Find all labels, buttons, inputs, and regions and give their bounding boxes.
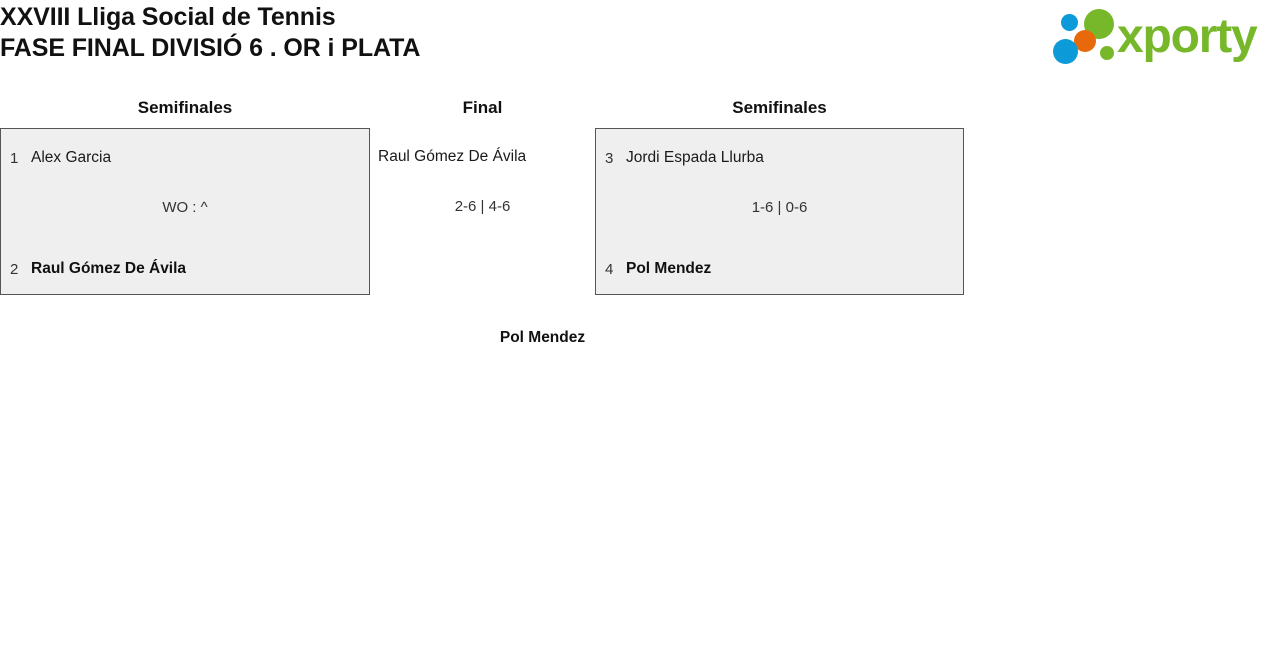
player-name: Raul Gómez De Ávila [31, 260, 187, 277]
logo-dot-blue-large [1053, 39, 1078, 64]
logo-dot-green-small [1100, 46, 1114, 60]
match-row[interactable]: 4 Pol Mendez [596, 256, 963, 282]
match-row[interactable]: 1 Alex Garcia [1, 145, 369, 171]
xporty-wordmark: xporty [1117, 10, 1258, 63]
match-row[interactable]: 3 Jordi Espada Llurba [596, 145, 963, 171]
tournament-title-line-1: XXVIII Lliga Social de Tennis [0, 3, 336, 31]
seed-number: 2 [10, 260, 19, 278]
match-row[interactable]: Raul Gómez De Ávila [370, 144, 595, 170]
logo-dot-orange [1074, 30, 1096, 52]
match-score: 1-6 | 0-6 [751, 199, 808, 216]
player-name: Pol Mendez [626, 260, 712, 277]
seed-number: 3 [605, 149, 614, 167]
player-name: Alex Garcia [31, 149, 112, 166]
page-header: XXVIII Lliga Social de Tennis FASE FINAL… [0, 0, 1280, 86]
xporty-logo[interactable]: xporty [1051, 6, 1273, 68]
match-final[interactable]: Raul Gómez De Ávila 2-6 | 4-6 [370, 128, 595, 295]
match-semifinal-left[interactable]: 1 Alex Garcia WO : ^ 2 Raul Gómez De Ávi… [0, 128, 370, 295]
logo-dot-blue-small [1061, 14, 1078, 31]
round-title-final: Final [462, 98, 503, 117]
xporty-logo-dots-icon [1051, 6, 1121, 68]
player-name: Jordi Espada Llurba [626, 149, 764, 166]
match-score: WO : ^ [162, 199, 208, 216]
tournament-title: XXVIII Lliga Social de Tennis FASE FINAL… [0, 2, 900, 64]
seed-number: 1 [10, 149, 19, 167]
player-name: Raul Gómez De Ávila [378, 148, 527, 165]
tournament-bracket: Semifinales Final Semifinales 1 Alex Gar… [0, 86, 1280, 646]
round-title-semifinales-left: Semifinales [137, 98, 233, 117]
match-row[interactable]: 2 Raul Gómez De Ávila [1, 256, 369, 282]
seed-number: 4 [605, 260, 614, 278]
champion-name: Pol Mendez [499, 329, 586, 346]
round-title-semifinales-right: Semifinales [732, 98, 827, 117]
tournament-title-line-2: FASE FINAL DIVISIÓ 6 . OR i PLATA [0, 34, 421, 62]
match-score: 2-6 | 4-6 [454, 198, 511, 215]
match-semifinal-right[interactable]: 3 Jordi Espada Llurba 1-6 | 0-6 4 Pol Me… [595, 128, 964, 295]
